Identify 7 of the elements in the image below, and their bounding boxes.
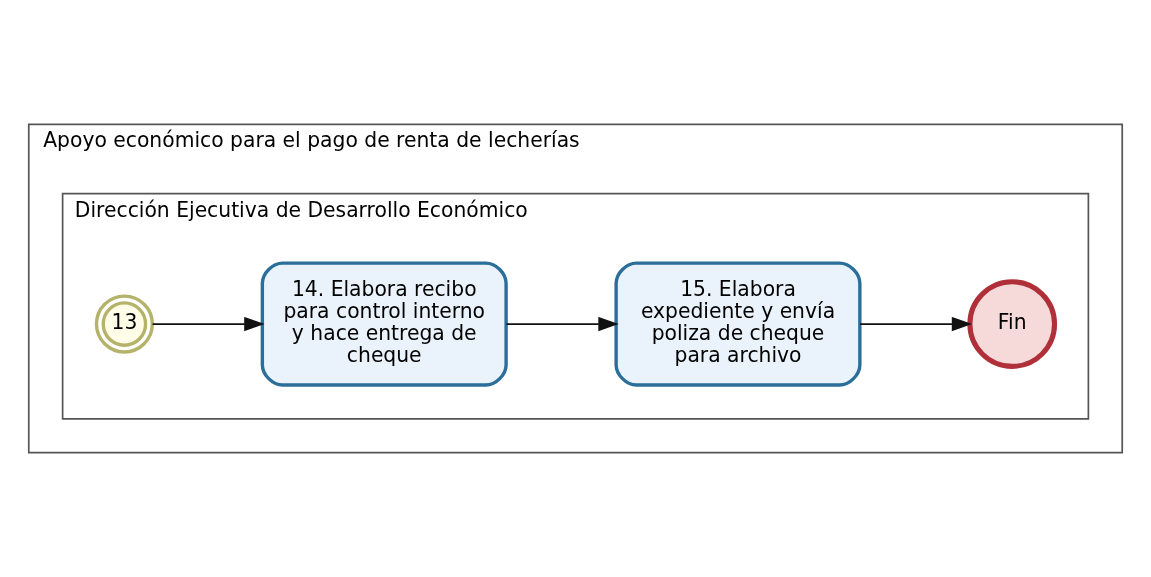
arrow — [505, 316, 619, 332]
arrow — [859, 316, 973, 332]
node-box: 14. Elabora recibo para control interno y hace entrega de cheque — [260, 261, 508, 387]
node-circle: Fin — [967, 279, 1058, 369]
node-box: 15. Elabora expediente y envía poliza de cheque para archivo — [614, 261, 862, 387]
arrow — [151, 316, 265, 332]
node-circle: 13 — [94, 294, 155, 354]
